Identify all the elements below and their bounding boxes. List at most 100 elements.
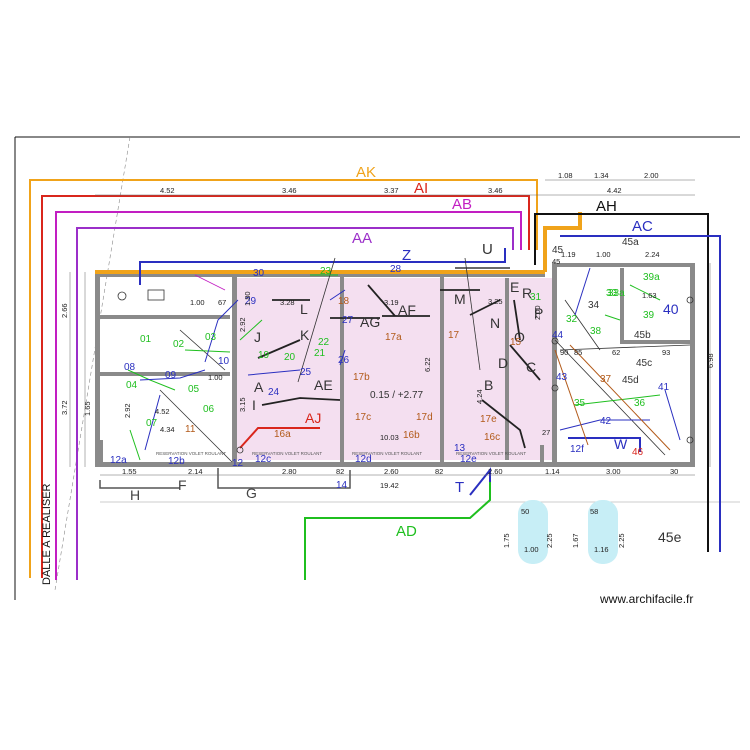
circuit-label-Z: Z	[402, 247, 411, 264]
circuit-label-F: F	[178, 477, 187, 493]
dim-2-00: 2.00	[644, 171, 659, 180]
circuit-label-45e: 45e	[658, 529, 682, 545]
circuit-AC	[560, 235, 721, 552]
circuit-label-AI: AI	[414, 180, 428, 197]
point-03: 03	[205, 332, 217, 343]
dim-1-00c: 1.00	[208, 373, 223, 382]
point-21: 21	[314, 348, 326, 359]
circuit-label-M: M	[454, 291, 466, 307]
dim-2-92b: 2.92	[238, 317, 247, 332]
circuit-label-W: W	[614, 436, 628, 452]
circuit-label-O: O	[514, 329, 525, 345]
dim-3-37: 3.37	[384, 186, 399, 195]
outlet-symbols	[117, 289, 694, 454]
point-19: 19	[258, 350, 270, 361]
side-note: DALLE A REALISER	[41, 483, 53, 585]
dim-6-22: 6.22	[423, 357, 432, 372]
dim-3-19: 3.19	[384, 298, 399, 307]
circuit-label-B: B	[484, 377, 493, 393]
dim-4-52b: 4.52	[155, 407, 170, 416]
point-labels-dark: 34 45 45a 45b 45c 45d	[552, 237, 652, 386]
point-15: 15	[510, 337, 522, 348]
circuits-magenta	[194, 274, 226, 291]
circuit-label-R: R	[522, 285, 532, 301]
dim-1-08: 1.08	[558, 171, 573, 180]
dim-1-75: 1.75	[502, 533, 511, 548]
dim-2-24: 2.24	[645, 250, 660, 259]
point-33a: 33a	[608, 288, 625, 299]
point-17: 17	[448, 330, 460, 341]
interior-fills	[235, 278, 618, 564]
dim-82a: 82	[336, 467, 344, 476]
point-24: 24	[268, 387, 280, 398]
dim-2-92a: 2.92	[123, 403, 132, 418]
point-12c: 12c	[255, 454, 271, 465]
dim-1-00a: 1.00	[596, 250, 611, 259]
circuit-AA	[76, 227, 514, 580]
dim-67: 67	[218, 298, 226, 307]
dim-62: 62	[612, 348, 620, 357]
circuit-label-A: A	[254, 379, 264, 395]
point-13: 13	[454, 443, 466, 454]
circuits-brown	[554, 344, 671, 451]
dim-85: 85	[574, 348, 582, 357]
circuit-label-AG: AG	[360, 314, 380, 330]
point-45d: 45d	[622, 375, 639, 386]
point-02: 02	[173, 339, 185, 350]
circuit-label-AJ: AJ	[305, 410, 321, 426]
dim-4-34: 4.34	[160, 425, 175, 434]
point-41: 41	[658, 382, 670, 393]
dim-3-00: 3.00	[606, 467, 621, 476]
point-43: 43	[556, 372, 568, 383]
dim-3-72: 3.72	[60, 400, 69, 415]
shutter-note-3: RESERVATION VOLET ROULANT	[352, 451, 422, 456]
point-32: 32	[566, 314, 578, 325]
dim-2-60b: 2.60	[488, 467, 503, 476]
point-17a: 17a	[385, 332, 402, 343]
circuit-label-AE: AE	[314, 377, 333, 393]
circuit-label-K: K	[300, 327, 310, 343]
point-42: 42	[600, 416, 612, 427]
circuit-label-AA: AA	[352, 230, 372, 247]
dim-1-16: 1.16	[594, 545, 609, 554]
dim-3-28: 3.28	[280, 298, 295, 307]
point-30: 30	[253, 268, 265, 279]
dim-4-24: 4.24	[475, 389, 484, 404]
point-33: 33	[606, 288, 618, 299]
dim-2-60: 2.60	[384, 467, 399, 476]
circuits-thin	[159, 257, 691, 463]
point-08: 08	[124, 362, 136, 373]
circuit-AH	[534, 213, 709, 552]
point-18: 18	[338, 296, 350, 307]
circuit-label-D: D	[498, 355, 508, 371]
circuit-label-AD: AD	[396, 523, 417, 540]
dim-1-00d: 1.00	[524, 545, 539, 554]
dim-1-55: 1.55	[122, 467, 137, 476]
point-labels-brown: 17a 17 17b 17c 17d 17e 16a 16b 16c 11 18…	[185, 296, 612, 443]
dimension-lines	[69, 179, 711, 476]
dim-1-67: 1.67	[571, 533, 580, 548]
circuit-G	[217, 468, 351, 489]
dim-50: 50	[521, 507, 529, 516]
dim-1-19: 1.19	[561, 250, 576, 259]
dim-1-63: 1.63	[642, 291, 657, 300]
circuit-label-H: H	[130, 487, 140, 503]
dim-3-46a: 3.46	[282, 186, 297, 195]
circuit-label-AH: AH	[596, 198, 617, 215]
circuits-blue	[139, 267, 681, 451]
point-12e: 12e	[460, 454, 477, 465]
circuit-AI	[41, 195, 530, 578]
circuit-label-AK: AK	[356, 164, 376, 181]
point-44: 44	[552, 330, 564, 341]
point-17d: 17d	[416, 412, 433, 423]
dimension-texts: 4.52 3.46 3.37 3.46 1.08 1.34 2.00 4.42 …	[122, 171, 678, 554]
point-34: 34	[588, 300, 600, 311]
point-17e: 17e	[480, 414, 497, 425]
point-12: 12	[232, 458, 244, 469]
point-07: 07	[146, 418, 158, 429]
circuit-Z	[139, 248, 506, 285]
circuit-AJ	[239, 427, 320, 449]
dim-2-25b: 2.25	[617, 533, 626, 548]
point-06: 06	[203, 404, 215, 415]
circuit-label-U: U	[482, 241, 493, 258]
